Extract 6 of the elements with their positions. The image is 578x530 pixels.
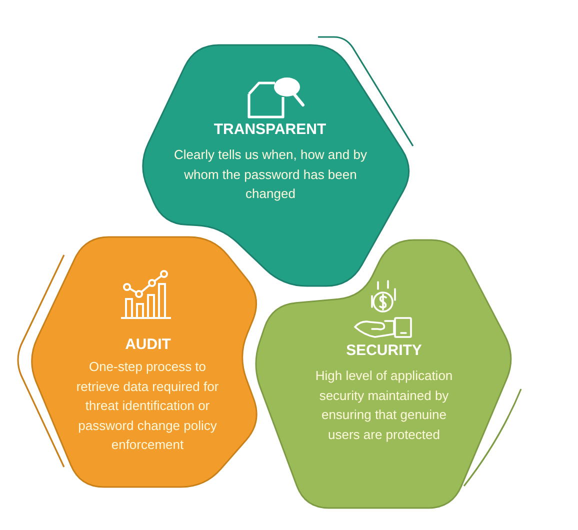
description-text: High level of application security maintained by ensuring that genuine users are protected [314, 367, 454, 444]
description-text: Clearly tells us when, how and by whom the password has been changed [173, 146, 368, 203]
description-text: One-step process to retrieve data required for threat identification or password change policy enforcement [75, 358, 220, 454]
section-heading: TRANSPARENT [214, 121, 326, 139]
section-heading: SECURITY [346, 342, 422, 360]
section-heading: AUDIT [125, 336, 171, 354]
